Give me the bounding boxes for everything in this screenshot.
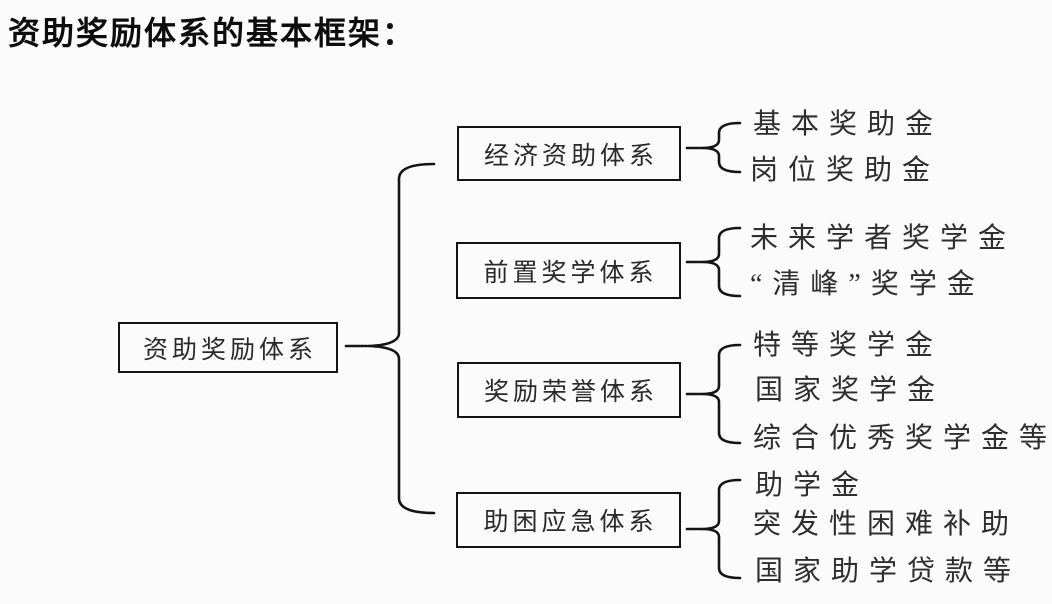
branch-node-label: 奖励荣誉体系 xyxy=(483,379,658,406)
leaf-item: 特等奖学金 xyxy=(753,330,944,361)
branch-node-honor: 奖励荣誉体系 xyxy=(457,362,681,418)
leaf-item: 突发性困难补助 xyxy=(753,509,1020,540)
branch-node-prescholarship: 前置奖学体系 xyxy=(456,242,681,299)
leaf-item: 综合优秀奖学金等 xyxy=(753,423,1052,454)
leaf-item: 助学金 xyxy=(755,470,870,501)
main-brace-connector xyxy=(367,162,436,515)
branch-node-label: 前置奖学体系 xyxy=(483,259,658,287)
branch-node-emergency: 助困应急体系 xyxy=(456,492,681,548)
leaf-item: 岗位奖助金 xyxy=(750,155,941,186)
branch-brace-emergency xyxy=(701,478,742,580)
branch-brace-economic xyxy=(701,121,742,174)
branch-node-economic: 经济资助体系 xyxy=(457,126,681,181)
leaf-item: 国家助学贷款等 xyxy=(755,556,1022,587)
leaf-item: 国家奖学金 xyxy=(755,375,946,406)
leaf-item: 基本奖助金 xyxy=(753,109,944,140)
leaf-item: 未来学者奖学金 xyxy=(750,223,1017,254)
branch-node-label: 经济资助体系 xyxy=(483,142,658,170)
root-node: 资助奖励体系 xyxy=(118,322,338,373)
page-title: 资助奖励体系的基本框架： xyxy=(8,15,417,51)
leaf-item: “清峰”奖学金 xyxy=(750,269,985,300)
branch-node-label: 助困应急体系 xyxy=(483,509,658,536)
branch-brace-honor xyxy=(701,343,742,445)
root-node-label: 资助奖励体系 xyxy=(142,336,317,364)
branch-brace-prescholarship xyxy=(701,226,742,298)
